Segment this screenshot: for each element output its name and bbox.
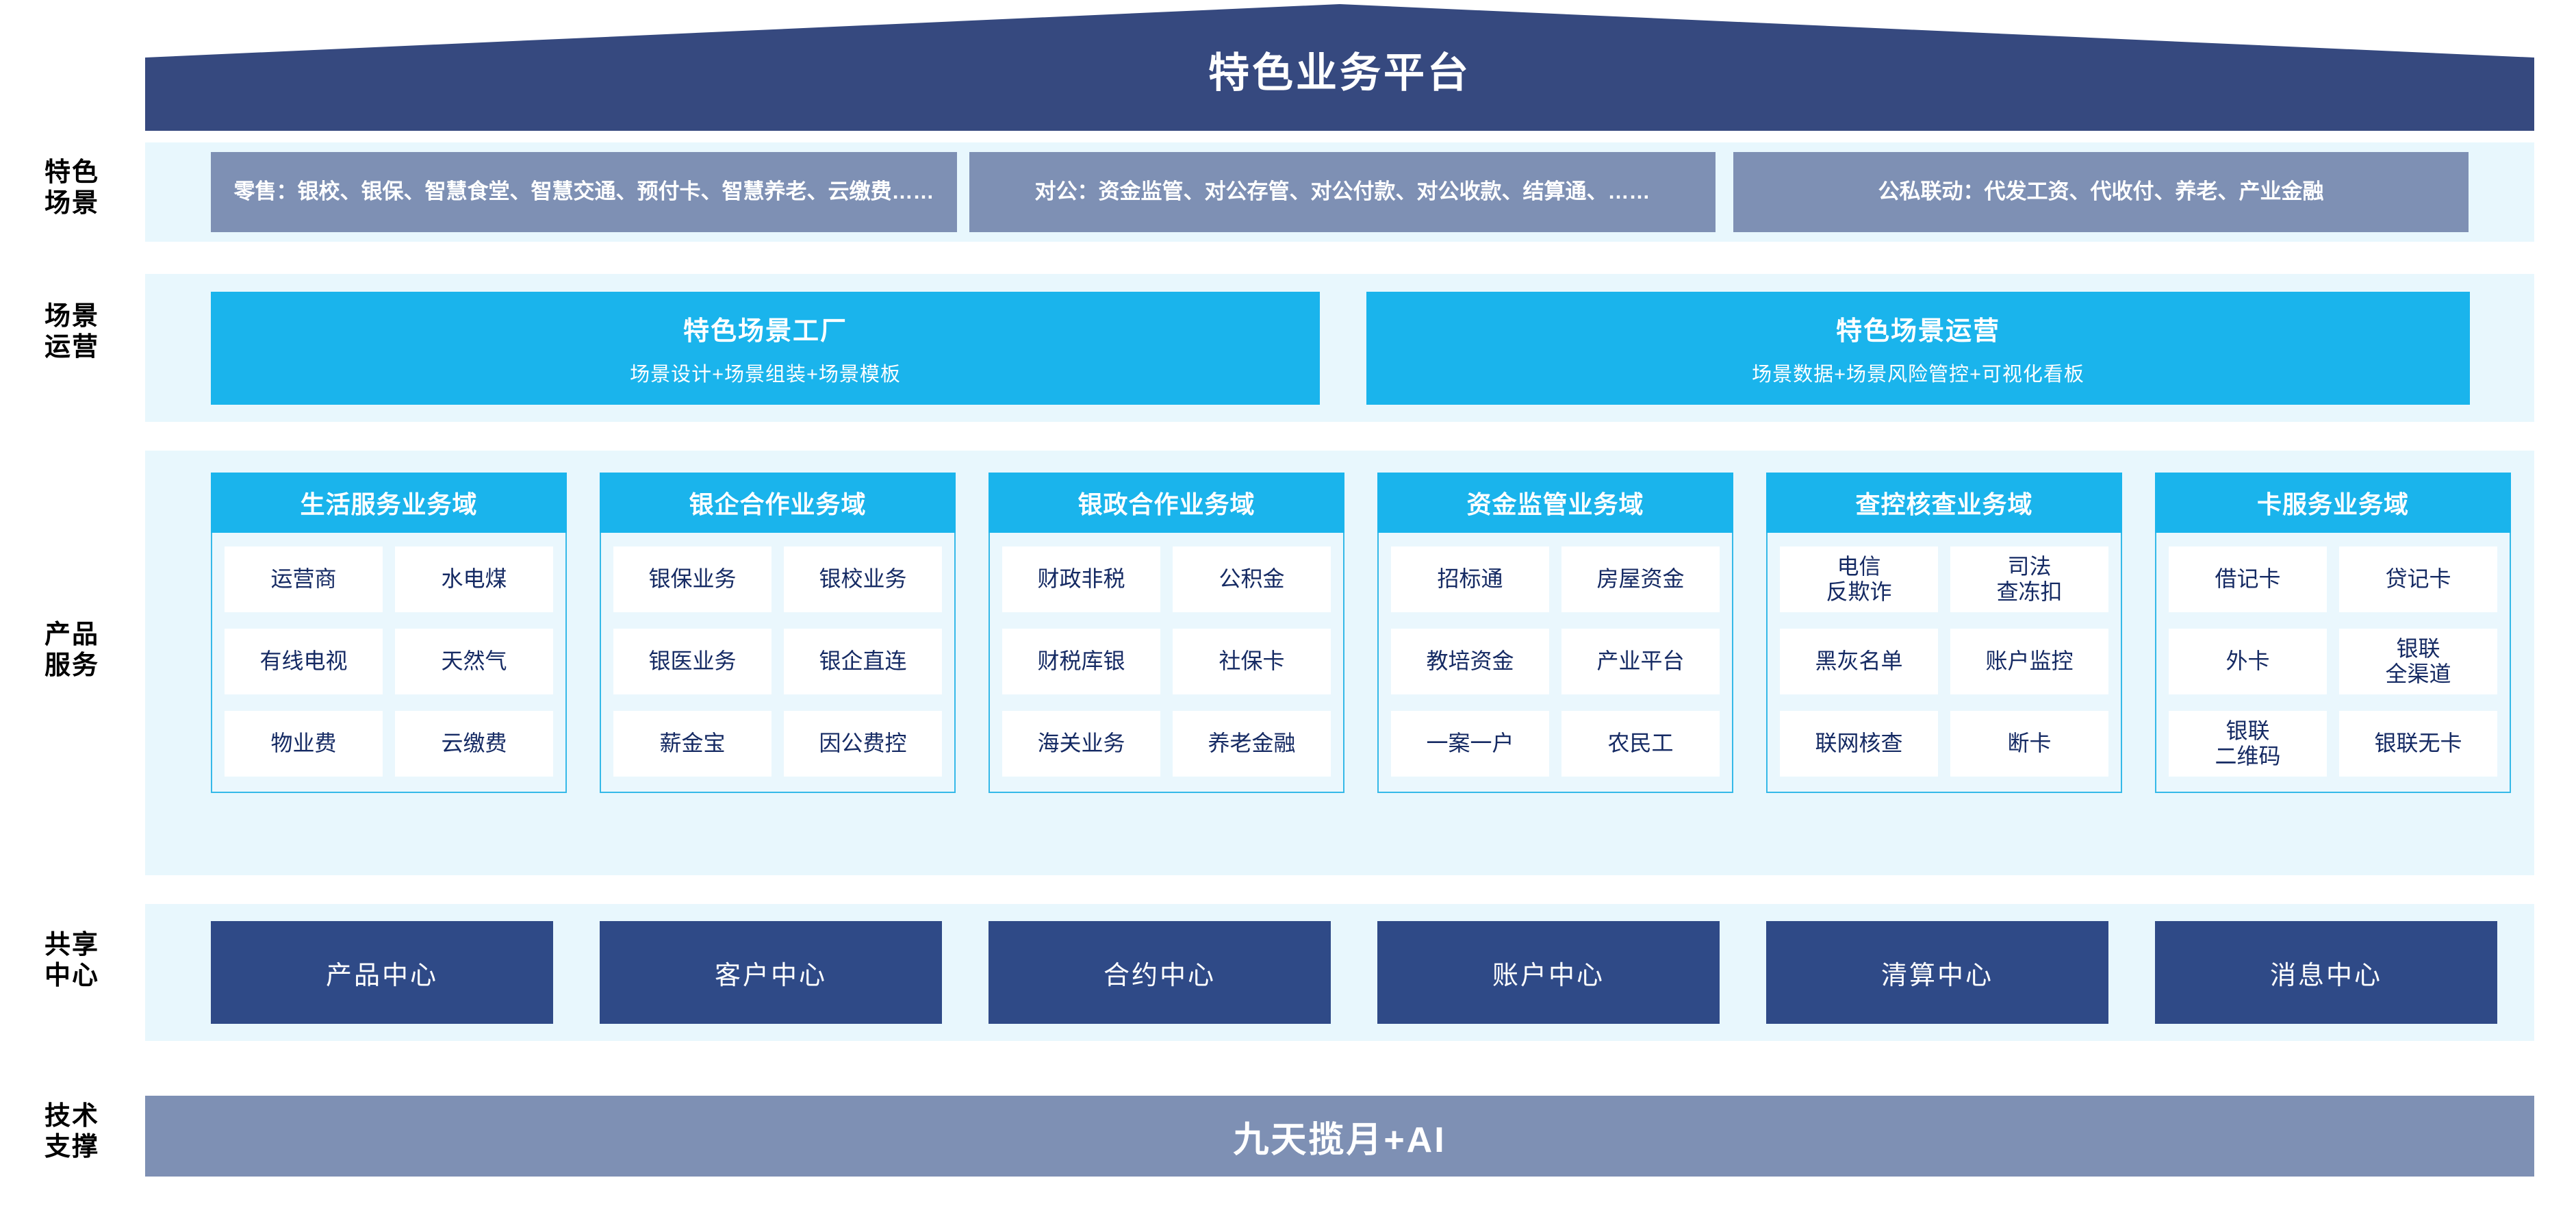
domain-cell[interactable]: 银联 全渠道: [2339, 629, 2497, 694]
domain-cell[interactable]: 银医业务: [613, 629, 771, 694]
domain-column-fund-supervision: 资金监管业务域招标通房屋资金教培资金产业平台一案一户农民工: [1377, 473, 1733, 793]
domain-cell[interactable]: 物业费: [225, 711, 383, 777]
domain-cell[interactable]: 外卡: [2169, 629, 2327, 694]
operations-title: 特色场景运营: [1835, 317, 2000, 346]
operations-subtitle: 场景数据+场景风险管控+可视化看板: [1752, 364, 2084, 386]
scene-box-public-private[interactable]: 公私联动：代发工资、代收付、养老、产业金融: [1733, 152, 2469, 232]
domain-column-life-service: 生活服务业务域运营商水电煤有线电视天然气物业费云缴费: [211, 473, 567, 793]
domain-cell[interactable]: 黑灰名单: [1780, 629, 1938, 694]
operations-title: 特色场景工厂: [683, 317, 847, 346]
row-label-tech-support: 技术 支撑: [44, 1102, 99, 1161]
scene-box-retail[interactable]: 零售：银校、银保、智慧食堂、智慧交通、预付卡、智慧养老、云缴费……: [211, 152, 957, 232]
scene-box-corporate[interactable]: 对公：资金监管、对公存管、对公付款、对公收款、结算通、……: [969, 152, 1716, 232]
domain-cell[interactable]: 农民工: [1561, 711, 1720, 777]
row-label-scenes: 特色 场景: [44, 158, 99, 218]
shared-center-box[interactable]: 消息中心: [2155, 921, 2497, 1024]
row-label-operations: 场景 运营: [44, 302, 99, 362]
platform-banner: 特色业务平台: [145, 4, 2534, 131]
domain-cell[interactable]: 司法 查冻扣: [1950, 546, 2108, 612]
domain-column-bank-government: 银政合作业务域财政非税公积金财税库银社保卡海关业务养老金融: [989, 473, 1344, 793]
domain-cell[interactable]: 银联 二维码: [2169, 711, 2327, 777]
row-label-shared-centers: 共享 中心: [44, 931, 99, 990]
domain-cell[interactable]: 公积金: [1173, 546, 1331, 612]
domain-cell[interactable]: 联网核查: [1780, 711, 1938, 777]
operations-box-scene-factory[interactable]: 特色场景工厂 场景设计+场景组装+场景模板: [211, 292, 1320, 405]
domain-cell[interactable]: 因公费控: [784, 711, 942, 777]
domain-cell[interactable]: 账户监控: [1950, 629, 2108, 694]
domain-cell[interactable]: 银企直连: [784, 629, 942, 694]
domain-cell[interactable]: 社保卡: [1173, 629, 1331, 694]
domain-header: 查控核查业务域: [1766, 473, 2122, 533]
roof-shape-icon: [145, 4, 2534, 131]
domain-cell[interactable]: 电信 反欺诈: [1780, 546, 1938, 612]
domain-cell[interactable]: 贷记卡: [2339, 546, 2497, 612]
operations-box-scene-operation[interactable]: 特色场景运营 场景数据+场景风险管控+可视化看板: [1366, 292, 2470, 405]
operations-panel: 特色场景工厂 场景设计+场景组装+场景模板 特色场景运营 场景数据+场景风险管控…: [145, 274, 2534, 422]
domain-cell[interactable]: 招标通: [1391, 546, 1549, 612]
shared-center-box[interactable]: 合约中心: [989, 921, 1331, 1024]
domain-cell[interactable]: 财政非税: [1002, 546, 1160, 612]
domain-cell-grid: 运营商水电煤有线电视天然气物业费云缴费: [211, 533, 567, 793]
domain-cell-grid: 电信 反欺诈司法 查冻扣黑灰名单账户监控联网核查断卡: [1766, 533, 2122, 793]
domain-column-card-service: 卡服务业务域借记卡贷记卡外卡银联 全渠道银联 二维码银联无卡: [2155, 473, 2511, 793]
domain-cell-grid: 财政非税公积金财税库银社保卡海关业务养老金融: [989, 533, 1344, 793]
domain-cell[interactable]: 银联无卡: [2339, 711, 2497, 777]
domain-header: 资金监管业务域: [1377, 473, 1733, 533]
domain-cell-grid: 借记卡贷记卡外卡银联 全渠道银联 二维码银联无卡: [2155, 533, 2511, 793]
domain-cell[interactable]: 断卡: [1950, 711, 2108, 777]
domain-cell[interactable]: 产业平台: [1561, 629, 1720, 694]
domain-cell[interactable]: 养老金融: [1173, 711, 1331, 777]
operations-subtitle: 场景设计+场景组装+场景模板: [630, 364, 901, 386]
domain-column-investigation: 查控核查业务域电信 反欺诈司法 查冻扣黑灰名单账户监控联网核查断卡: [1766, 473, 2122, 793]
products-panel: 生活服务业务域运营商水电煤有线电视天然气物业费云缴费 银企合作业务域银保业务银校…: [145, 451, 2534, 875]
domain-cell[interactable]: 教培资金: [1391, 629, 1549, 694]
domain-cell[interactable]: 薪金宝: [613, 711, 771, 777]
domain-cell[interactable]: 房屋资金: [1561, 546, 1720, 612]
shared-centers-panel: 产品中心 客户中心 合约中心 账户中心 清算中心 消息中心: [145, 904, 2534, 1041]
domain-cell[interactable]: 银校业务: [784, 546, 942, 612]
tech-support-bar[interactable]: 九天揽月+AI: [145, 1096, 2534, 1177]
shared-center-box[interactable]: 产品中心: [211, 921, 553, 1024]
domain-header: 卡服务业务域: [2155, 473, 2511, 533]
domain-cell[interactable]: 运营商: [225, 546, 383, 612]
shared-center-box[interactable]: 清算中心: [1766, 921, 2108, 1024]
domain-cell[interactable]: 财税库银: [1002, 629, 1160, 694]
domain-cell[interactable]: 借记卡: [2169, 546, 2327, 612]
row-label-products: 产品 服务: [44, 620, 99, 680]
domain-cell[interactable]: 天然气: [395, 629, 553, 694]
domain-cell-grid: 招标通房屋资金教培资金产业平台一案一户农民工: [1377, 533, 1733, 793]
domain-cell[interactable]: 银保业务: [613, 546, 771, 612]
domain-cell-grid: 银保业务银校业务银医业务银企直连薪金宝因公费控: [600, 533, 956, 793]
scenes-panel: 零售：银校、银保、智慧食堂、智慧交通、预付卡、智慧养老、云缴费…… 对公：资金监…: [145, 142, 2534, 242]
domain-cell[interactable]: 有线电视: [225, 629, 383, 694]
domain-cell[interactable]: 云缴费: [395, 711, 553, 777]
shared-center-box[interactable]: 账户中心: [1377, 921, 1720, 1024]
domain-column-bank-enterprise: 银企合作业务域银保业务银校业务银医业务银企直连薪金宝因公费控: [600, 473, 956, 793]
domain-header: 银企合作业务域: [600, 473, 956, 533]
shared-center-box[interactable]: 客户中心: [600, 921, 942, 1024]
domain-cell[interactable]: 海关业务: [1002, 711, 1160, 777]
domain-cell[interactable]: 水电煤: [395, 546, 553, 612]
domain-header: 银政合作业务域: [989, 473, 1344, 533]
domain-cell[interactable]: 一案一户: [1391, 711, 1549, 777]
domain-header: 生活服务业务域: [211, 473, 567, 533]
